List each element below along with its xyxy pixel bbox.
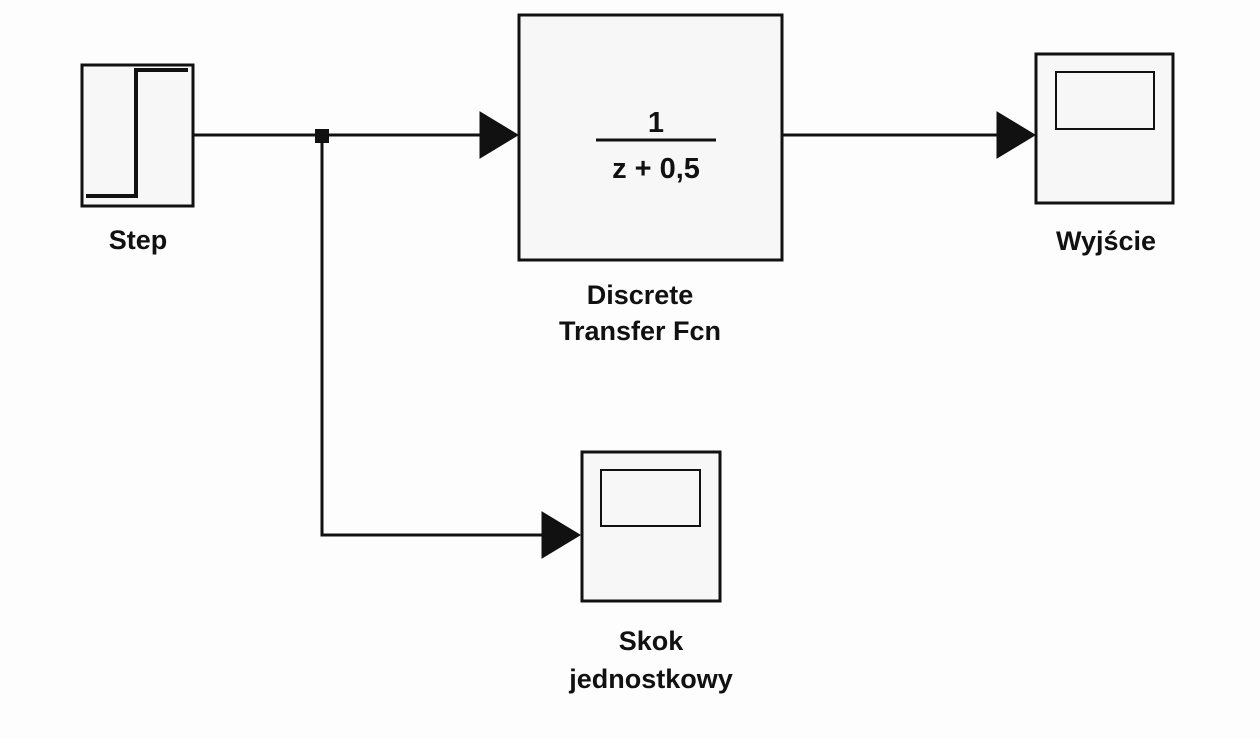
arrowhead-step-scope-input bbox=[541, 511, 581, 559]
transfer-fcn-block-frame bbox=[517, 13, 784, 262]
output-scope-label: Wyjście bbox=[1056, 226, 1156, 256]
scope-screen-icon bbox=[1055, 71, 1155, 130]
step-scope-label-line1: Skok bbox=[619, 626, 685, 656]
branch-point bbox=[315, 129, 329, 143]
transfer-fcn-label-line2: Transfer Fcn bbox=[559, 316, 721, 346]
output-scope-block[interactable]: Wyjście bbox=[1034, 52, 1175, 256]
arrowhead-output-scope-input bbox=[996, 111, 1036, 159]
step-block[interactable]: Step bbox=[80, 63, 195, 255]
transfer-fcn-label-line1: Discrete bbox=[587, 280, 694, 310]
signal-branch-to-step-scope[interactable] bbox=[320, 135, 545, 537]
scope-screen-icon bbox=[600, 469, 701, 527]
arrowhead-transfer-input bbox=[479, 111, 519, 159]
step-scope-label-line2: jednostkowy bbox=[568, 664, 733, 694]
step-icon bbox=[86, 68, 188, 198]
transfer-fcn-denominator: z + 0,5 bbox=[612, 153, 700, 185]
step-label: Step bbox=[109, 225, 168, 255]
step-scope-block[interactable]: Skok jednostkowy bbox=[568, 450, 733, 694]
transfer-fcn-numerator: 1 bbox=[648, 107, 664, 139]
transfer-fcn-block[interactable]: 1 z + 0,5 Discrete Transfer Fcn bbox=[517, 13, 784, 346]
